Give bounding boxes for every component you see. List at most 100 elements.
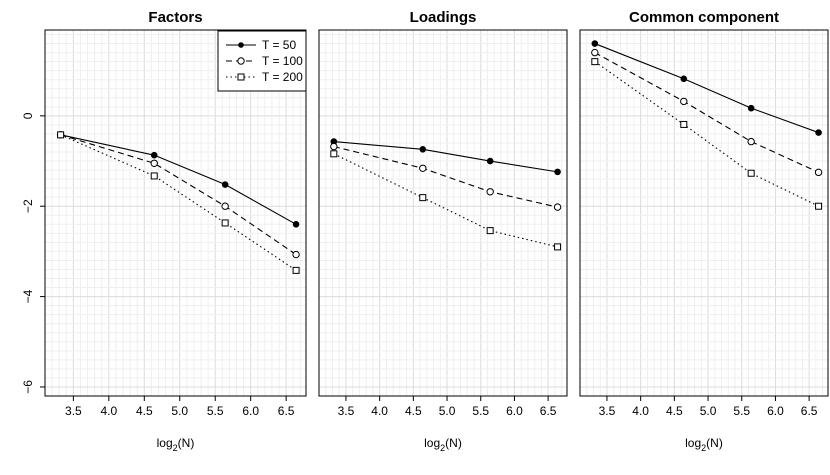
x-axis-label-sub: 2 <box>701 443 706 453</box>
data-point <box>419 164 427 172</box>
series-line <box>60 134 297 225</box>
data-point <box>554 168 561 176</box>
series-3 <box>57 131 300 274</box>
panel-title: Factors <box>148 9 202 26</box>
x-tick-label: 3.5 <box>65 404 82 418</box>
x-axis-label: log2(N) <box>685 436 723 453</box>
series-line <box>594 61 819 207</box>
x-tick-label: 4.0 <box>371 404 388 418</box>
legend-label: T = 100 <box>262 54 303 68</box>
data-point <box>591 40 599 47</box>
x-tick-label: 3.5 <box>338 404 355 418</box>
panel-border <box>318 29 568 397</box>
data-point <box>292 220 300 228</box>
x-tick-label: 4.5 <box>666 404 683 418</box>
data-point <box>554 243 562 251</box>
data-point <box>680 97 688 106</box>
x-axis-label-sub: 2 <box>173 443 178 453</box>
x-axis-label-base: log <box>157 436 173 450</box>
series-2 <box>56 131 300 259</box>
data-point <box>292 266 300 274</box>
y-tick-label: −4 <box>21 289 35 303</box>
data-point <box>221 181 229 188</box>
series-line <box>333 146 558 208</box>
x-tick-label: 3.5 <box>599 404 616 418</box>
x-tick-label: 5.0 <box>700 404 717 418</box>
series-line <box>60 134 297 271</box>
x-tick-label: 6.0 <box>767 404 784 418</box>
x-tick-label: 6.5 <box>278 404 295 418</box>
legend-box <box>217 30 307 92</box>
x-tick-label: 6.5 <box>801 404 818 418</box>
x-tick-label: 5.5 <box>733 404 750 418</box>
x-axis-label-sub: 2 <box>440 443 445 453</box>
data-point <box>747 169 755 177</box>
x-tick-label: 4.5 <box>136 404 153 418</box>
data-point <box>680 75 688 83</box>
x-axis-label: log2(N) <box>157 436 195 453</box>
x-axis-label-base: log <box>424 436 440 450</box>
series-3 <box>591 58 823 210</box>
x-tick-label: 6.0 <box>506 404 523 418</box>
x-tick-label: 6.0 <box>242 404 259 418</box>
data-point <box>591 58 599 66</box>
series-line <box>594 52 819 173</box>
series-line <box>333 141 558 173</box>
series-line <box>333 153 558 248</box>
x-axis-label-suffix: (N) <box>178 436 195 450</box>
data-point <box>591 48 599 57</box>
data-point <box>486 188 494 196</box>
data-point <box>815 202 823 210</box>
data-point <box>486 227 494 235</box>
panel-title: Common component <box>629 9 779 26</box>
legend: T = 50 T = 100 T = 200 <box>217 30 307 92</box>
data-point <box>221 219 229 227</box>
data-point <box>815 129 822 136</box>
series-3 <box>330 150 562 251</box>
series-2 <box>330 142 562 211</box>
x-tick-label: 4.0 <box>100 404 117 418</box>
data-point <box>57 131 65 139</box>
series-line <box>594 43 819 134</box>
data-point <box>221 202 229 210</box>
legend-marker <box>237 57 245 65</box>
x-axis-label-suffix: (N) <box>445 436 462 450</box>
data-point <box>330 142 338 151</box>
x-tick-label: 5.5 <box>207 404 224 418</box>
series-2 <box>591 48 823 177</box>
data-point <box>419 145 427 153</box>
legend-marker <box>237 73 245 81</box>
x-axis-label-base: log <box>685 436 701 450</box>
legend-marker <box>238 42 244 48</box>
data-point <box>486 157 494 165</box>
y-tick-label: 0 <box>21 112 35 119</box>
legend-label: T = 200 <box>262 70 303 84</box>
grid <box>579 30 828 397</box>
data-point <box>747 104 755 112</box>
data-point <box>150 172 158 180</box>
legend-label: T = 50 <box>262 38 296 52</box>
data-point <box>330 150 338 158</box>
data-point <box>292 250 300 259</box>
x-axis-label: log2(N) <box>424 436 462 453</box>
x-tick-label: 4.0 <box>632 404 649 418</box>
x-tick-label: 4.5 <box>405 404 422 418</box>
series-line <box>60 134 297 256</box>
x-tick-label: 6.5 <box>540 404 557 418</box>
data-point <box>680 120 688 128</box>
data-point <box>150 159 158 167</box>
data-point <box>553 203 562 211</box>
series-1 <box>330 138 561 176</box>
x-tick-label: 5.0 <box>439 404 456 418</box>
x-tick-label: 5.0 <box>171 404 188 418</box>
data-point <box>747 137 755 146</box>
panel-border <box>579 29 829 397</box>
data-point <box>814 168 823 177</box>
x-axis-label-suffix: (N) <box>706 436 723 450</box>
series-1 <box>591 40 822 136</box>
grid <box>318 30 567 397</box>
data-point <box>150 151 158 159</box>
